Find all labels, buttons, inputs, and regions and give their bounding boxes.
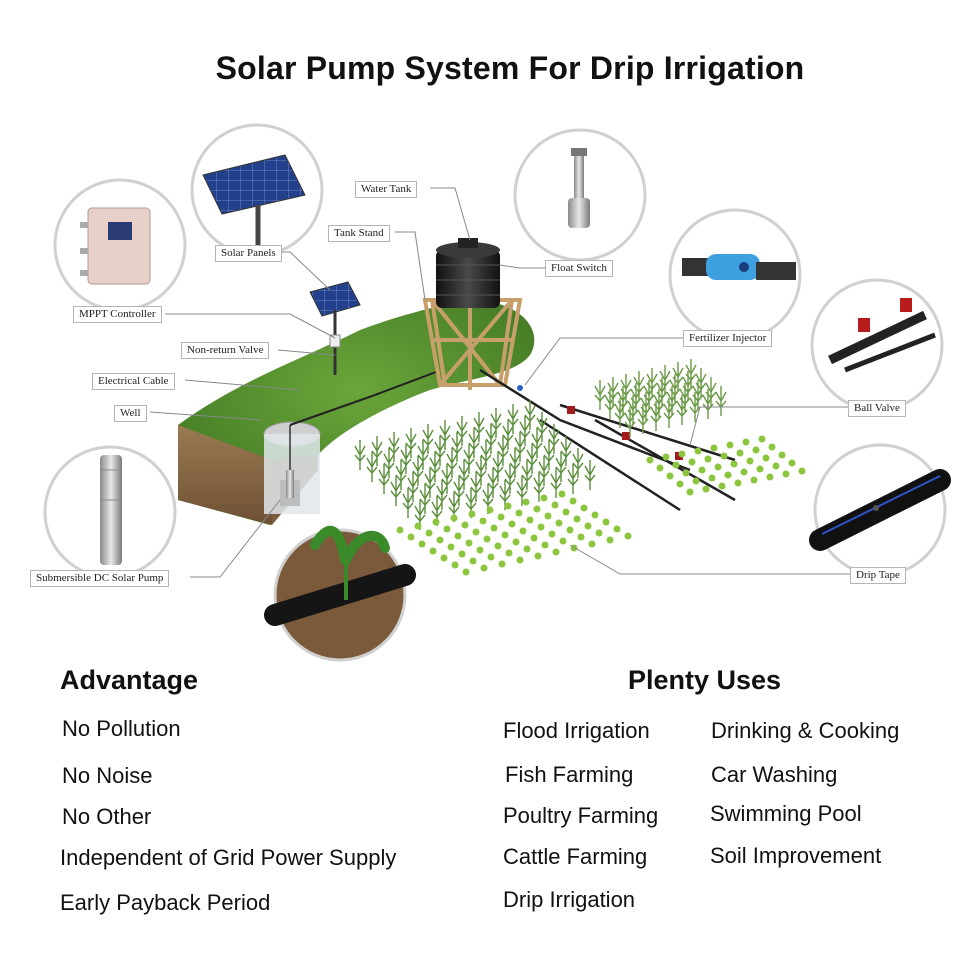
label-electrical-cable: Electrical Cable: [92, 373, 175, 390]
uses-item: Cattle Farming: [503, 844, 648, 869]
label-non-return-valve: Non-return Valve: [181, 342, 270, 359]
advantage-item: Early Payback Period: [60, 890, 271, 915]
label-solar-panels: Solar Panels: [215, 245, 282, 262]
label-drip-tape: Drip Tape: [850, 567, 906, 584]
pipeline: [479, 368, 736, 512]
advantage-item: No Other: [62, 804, 152, 829]
uses-item: Poultry Farming: [503, 803, 659, 828]
advantage-item: Independent of Grid Power Supply: [60, 845, 397, 870]
callout-solar-panels: [190, 123, 324, 257]
tank-stand: [422, 298, 523, 390]
callout-ball-valve: [810, 278, 944, 412]
water-tank: [436, 238, 500, 308]
ground: [178, 300, 535, 525]
label-mppt-controller: MPPT Controller: [73, 306, 162, 323]
label-fertilizer-injector: Fertilizer Injector: [683, 330, 773, 347]
label-water-tank: Water Tank: [355, 181, 418, 198]
uses-item: Flood Irrigation: [503, 718, 650, 743]
callout-submersible-pump: [43, 445, 177, 579]
crop-field-left: [354, 400, 596, 530]
label-submersible-pump: Submersible DC Solar Pump: [30, 570, 170, 587]
solar-panel-small: [309, 281, 361, 375]
page-title: Solar Pump System For Drip Irrigation: [215, 50, 805, 86]
label-float-switch: Float Switch: [545, 260, 613, 277]
callout-drip-closeup: [264, 526, 416, 662]
advantage-item: No Pollution: [62, 716, 181, 741]
advantage-heading: Advantage: [60, 665, 199, 695]
label-ball-valve: Ball Valve: [848, 400, 906, 417]
uses-item: Drinking & Cooking: [711, 718, 900, 743]
callout-mppt-controller: [53, 178, 187, 312]
uses-item: Soil Improvement: [710, 843, 882, 868]
callout-float-switch: [513, 128, 647, 262]
leader-lines: [149, 187, 850, 578]
label-well: Well: [114, 405, 147, 422]
uses-item: Car Washing: [711, 762, 838, 787]
seedling-field: [396, 435, 806, 576]
crop-field-right: [594, 359, 727, 437]
uses-item: Drip Irrigation: [503, 887, 636, 912]
label-tank-stand: Tank Stand: [328, 225, 390, 242]
uses-heading: Plenty Uses: [628, 665, 782, 695]
valves: [517, 385, 683, 460]
callout-drip-tape: [809, 443, 951, 577]
callout-fertilizer-injector: [668, 208, 802, 342]
uses-item: Swimming Pool: [710, 801, 862, 826]
uses-item: Fish Farming: [505, 762, 634, 787]
advantage-item: No Noise: [62, 763, 153, 788]
